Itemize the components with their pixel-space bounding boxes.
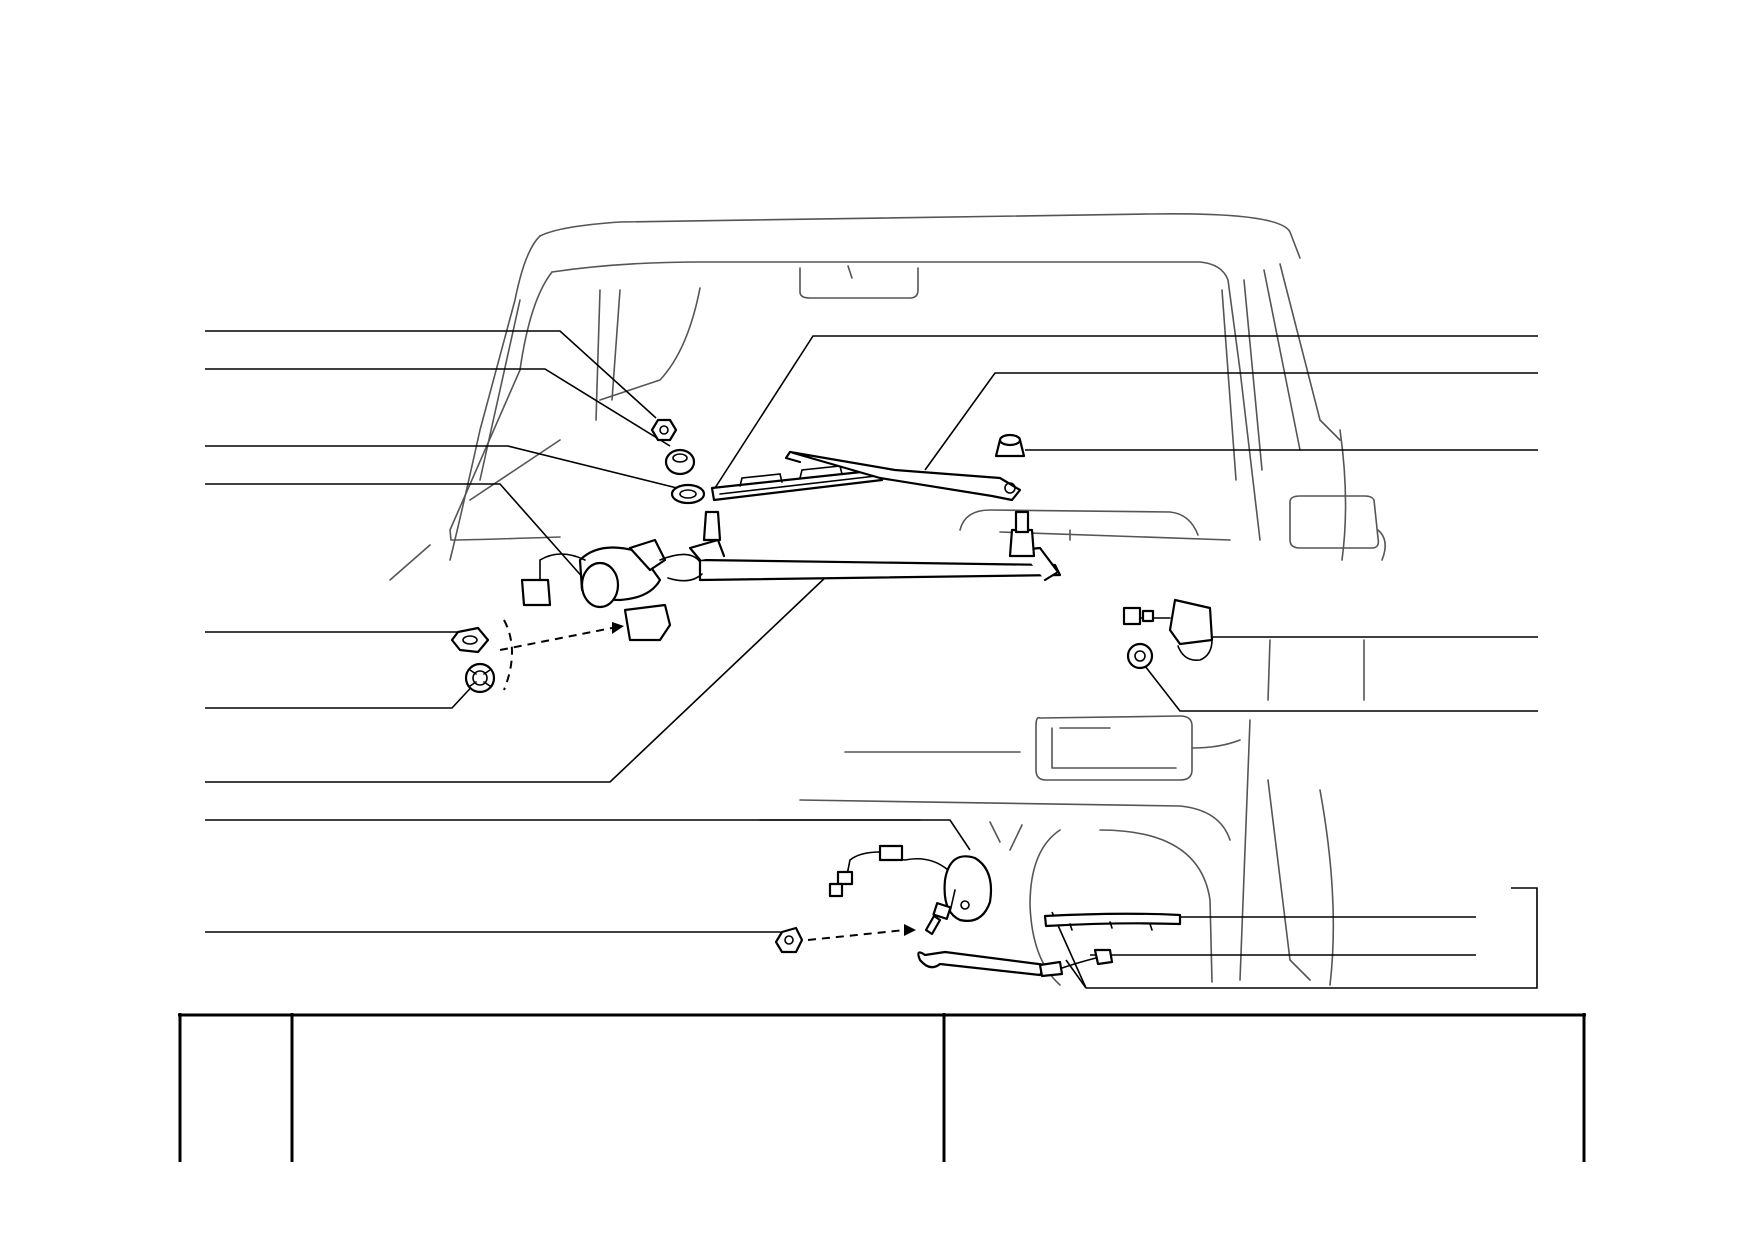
rear-wiper-arm xyxy=(917,948,1114,978)
leader-rear-motor xyxy=(205,819,971,851)
leader-lock-washer xyxy=(205,679,479,709)
leader-mount-nut xyxy=(205,631,471,641)
leader-rear-nut xyxy=(205,931,791,939)
fitting-bracket-front xyxy=(503,619,513,691)
grommet xyxy=(1126,642,1154,670)
lock-washer xyxy=(464,662,496,694)
wiper-motor-and-linkage xyxy=(520,510,1062,642)
leader-grommet xyxy=(1144,665,1538,712)
leader-motor xyxy=(205,483,586,581)
leader-arm xyxy=(924,372,1538,471)
leaders-left xyxy=(205,330,971,939)
leader-washer xyxy=(205,445,686,491)
wiper-relay xyxy=(1122,598,1214,662)
wiper-blade xyxy=(710,465,884,502)
cap xyxy=(994,433,1026,458)
fitting-arrowhead-rear xyxy=(904,924,916,936)
rear-mounting-nut xyxy=(774,926,804,954)
rear-wiper-blade xyxy=(1043,912,1182,931)
leader-rear-assembly-b xyxy=(1065,959,1087,989)
leader-linkage xyxy=(205,574,829,783)
fitting-arrow-rear xyxy=(807,929,906,941)
spacer xyxy=(664,448,696,476)
sealing-washer xyxy=(670,483,706,505)
leader-rear-assembly-bracket xyxy=(1086,887,1538,989)
parts-table-frame xyxy=(178,1013,1586,1162)
rear-wiper-motor xyxy=(828,844,993,936)
leader-blade xyxy=(714,335,1538,489)
wiper-arm xyxy=(784,450,1022,502)
vehicle-rear-outline xyxy=(389,213,1386,986)
fitting-arrowhead-front xyxy=(612,622,624,634)
fitting-arrow-front xyxy=(499,627,613,651)
leader-spacer xyxy=(205,368,671,447)
leaders-right xyxy=(714,335,1538,989)
leader-nut-top xyxy=(205,330,657,419)
hex-nut xyxy=(650,418,678,442)
mounting-nut xyxy=(450,626,490,654)
